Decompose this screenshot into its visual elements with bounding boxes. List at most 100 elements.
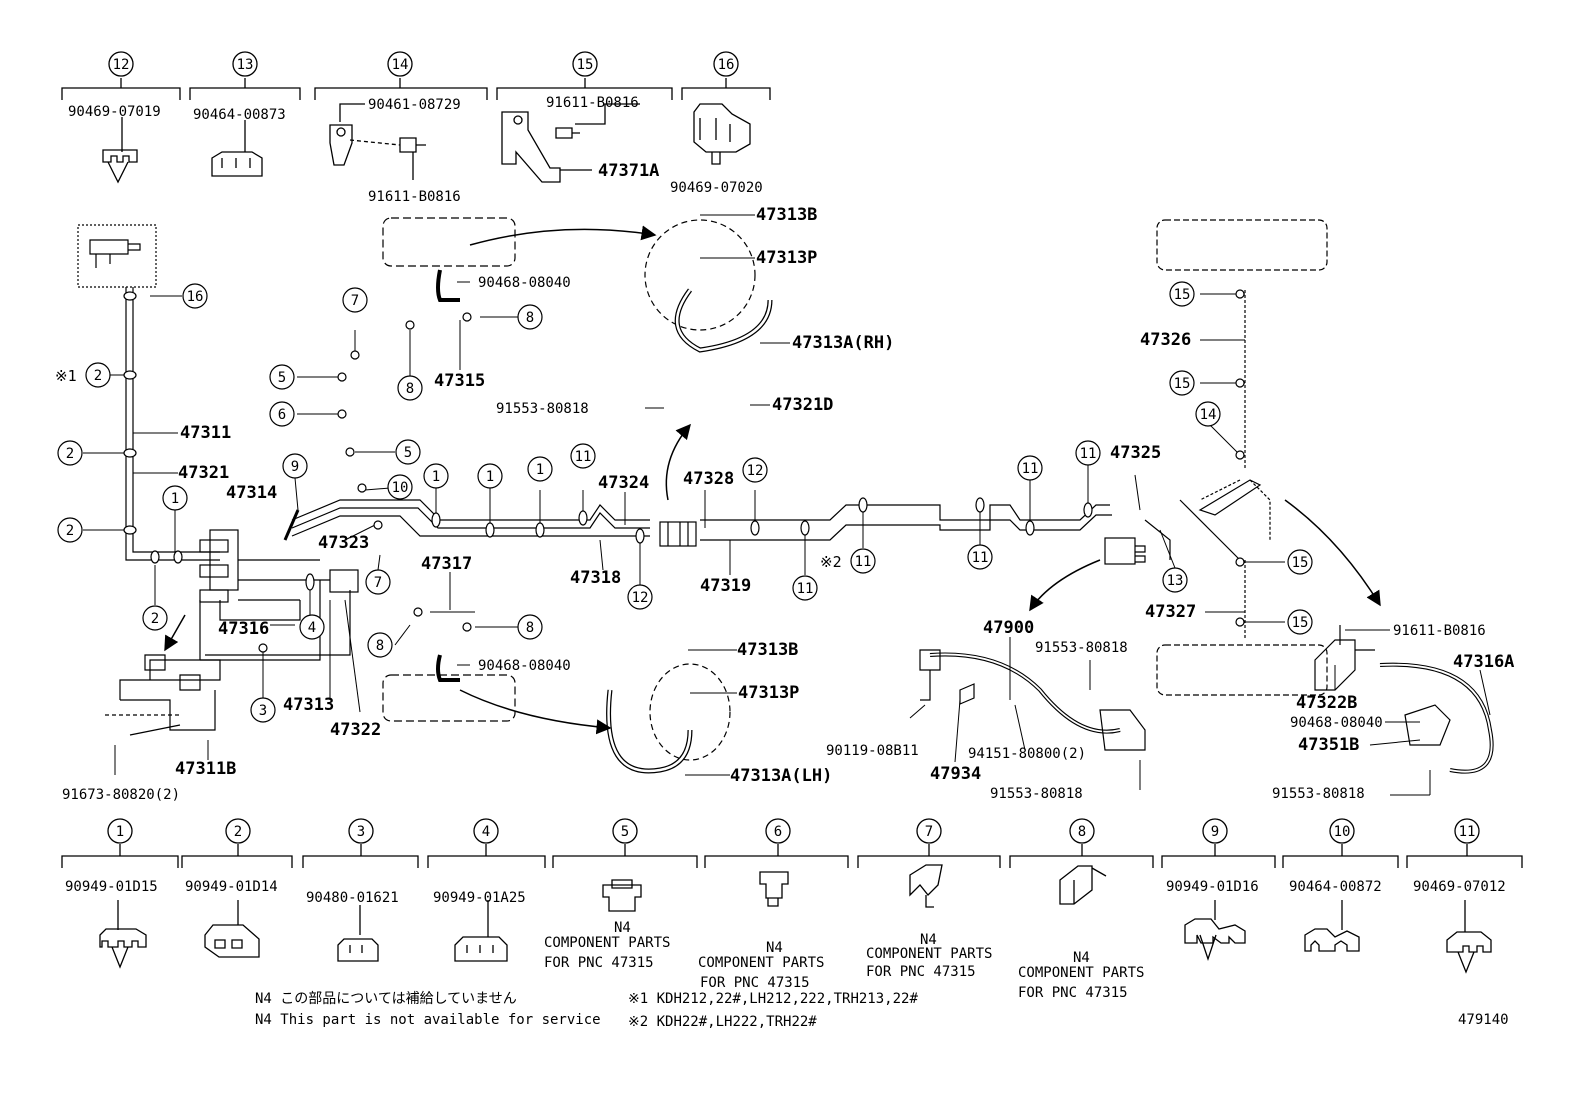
- callout-3: 3: [259, 703, 267, 719]
- label: 47900: [983, 618, 1034, 638]
- diagram-labels: 47311 4 7 3 2 1 47314 47323 47316 47313 4732…: [55, 205, 1514, 803]
- part-number: 90949-01D14: [185, 879, 278, 895]
- circled-callout-numbers: 16 2 2 2 1 2 3 4 5 6 7 8 5 8 9 10 1 1 1 …: [66, 57, 1309, 719]
- bottom-legend-numbers: 1 2 3 4 5 6 7 8 9 10 11: [116, 824, 1476, 840]
- label: 91553-80818: [990, 786, 1083, 802]
- callout-2: 2: [151, 611, 159, 627]
- bottom-legend-brackets: [61, 818, 1523, 974]
- label: 47311: [180, 423, 231, 443]
- part-number: 90949-01A25: [433, 890, 526, 906]
- label: 91673-80820(2): [62, 787, 180, 803]
- part-number: 91611-B0816: [368, 189, 461, 205]
- callout-15: 15: [1292, 555, 1309, 571]
- label: 47319: [700, 576, 751, 596]
- callout-8: 8: [526, 310, 534, 326]
- label: 47328: [683, 469, 734, 489]
- diagram-id: 479140: [1458, 1012, 1509, 1028]
- top-clip-group-16: [681, 51, 771, 165]
- label: 47313A(RH): [792, 333, 894, 353]
- label: 94151-80800(2): [968, 746, 1086, 762]
- note-mark-1: ※1: [55, 367, 77, 385]
- part-number: 90949-01D15: [65, 879, 158, 895]
- label: 90468-08040: [478, 658, 571, 674]
- component-parts-text: COMPONENT PARTS: [544, 935, 670, 951]
- part-number: 90469-07019: [68, 104, 161, 120]
- component-parts-text: FOR PNC 47315: [700, 975, 810, 991]
- callout-7: 7: [374, 575, 382, 591]
- component-parts-text: COMPONENT PARTS: [866, 946, 992, 962]
- label: 91553-80818: [1035, 640, 1128, 656]
- callout-12: 12: [632, 590, 649, 606]
- callout-14: 14: [1200, 407, 1217, 423]
- label: 47313P: [738, 683, 799, 703]
- callout-16: 16: [718, 57, 735, 73]
- label: 90119-08B11: [826, 743, 919, 759]
- label: 47313: [283, 695, 334, 715]
- label: 47313B: [737, 640, 798, 660]
- label: 47317: [421, 554, 472, 574]
- callout-10: 10: [1334, 824, 1351, 840]
- callout-8: 8: [526, 620, 534, 636]
- callout-4: 4: [308, 620, 316, 636]
- callout-15: 15: [1174, 287, 1191, 303]
- n4-tag: N4: [614, 920, 631, 936]
- part-number: 90480-01621: [306, 890, 399, 906]
- label: 47311B: [175, 759, 236, 779]
- label: 91553-80818: [496, 401, 589, 417]
- callout-1: 1: [116, 824, 124, 840]
- circled-callouts: [57, 281, 1313, 723]
- component-parts-text: FOR PNC 47315: [866, 964, 976, 980]
- top-clip-group-15: [496, 51, 673, 183]
- callout-5: 5: [278, 370, 286, 386]
- component-parts-text: COMPONENT PARTS: [1018, 965, 1144, 981]
- bottom-legend-part-numbers: 90949-01D15 90949-01D14 90480-01621 9094…: [65, 879, 1506, 1001]
- n4-tag: N4: [1073, 950, 1090, 966]
- callout-12: 12: [747, 463, 764, 479]
- label: 47321D: [772, 395, 833, 415]
- top-clip-group-14: [314, 51, 488, 180]
- callout-1: 1: [171, 491, 179, 507]
- part-number: 91611-B0816: [546, 95, 639, 111]
- direction-arrows: [164, 225, 1381, 735]
- callout-11: 11: [1459, 824, 1476, 840]
- callout-15: 15: [1174, 376, 1191, 392]
- label: 47316A: [1453, 652, 1514, 672]
- callout-5: 5: [404, 445, 412, 461]
- callout-7: 7: [925, 824, 933, 840]
- callout-8: 8: [1078, 824, 1086, 840]
- callout-15: 15: [577, 57, 594, 73]
- callout-11: 11: [1080, 446, 1097, 462]
- note-1: ※1 KDH212,22#,LH212,222,TRH213,22#: [628, 991, 918, 1007]
- label: 47322: [330, 720, 381, 740]
- callout-1: 1: [432, 469, 440, 485]
- label: 47316: [218, 619, 269, 639]
- callout-6: 6: [774, 824, 782, 840]
- label: 47323: [318, 533, 369, 553]
- callout-1: 1: [486, 469, 494, 485]
- part-number: 90949-01D16: [1166, 879, 1259, 895]
- part-number: 90469-07020: [670, 180, 763, 196]
- callout-12: 12: [113, 57, 130, 73]
- note-2: ※2 KDH22#,LH222,TRH22#: [628, 1014, 817, 1030]
- callout-15: 15: [1292, 615, 1309, 631]
- label: 91611-B0816: [1393, 623, 1486, 639]
- callout-2: 2: [66, 523, 74, 539]
- label: 47314: [226, 483, 277, 503]
- callout-9: 9: [1211, 824, 1219, 840]
- n4-tag: N4: [766, 940, 783, 956]
- callout-13: 13: [1167, 573, 1184, 589]
- callout-11: 11: [797, 581, 814, 597]
- top-part-numbers: 90469-07019 90464-00873 90461-08729 9161…: [68, 95, 763, 205]
- callout-8: 8: [376, 638, 384, 654]
- component-parts-text: FOR PNC 47315: [1018, 985, 1128, 1001]
- n4-tag: N4: [920, 932, 937, 948]
- label: 47324: [598, 473, 649, 493]
- note-mark-2: ※2: [820, 553, 842, 571]
- component-parts-text: FOR PNC 47315: [544, 955, 654, 971]
- top-clip-group-13: [189, 51, 301, 177]
- part-number: 90461-08729: [368, 97, 461, 113]
- callout-11: 11: [972, 550, 989, 566]
- callout-3: 3: [357, 824, 365, 840]
- callout-11: 11: [575, 449, 592, 465]
- callout-13: 13: [237, 57, 254, 73]
